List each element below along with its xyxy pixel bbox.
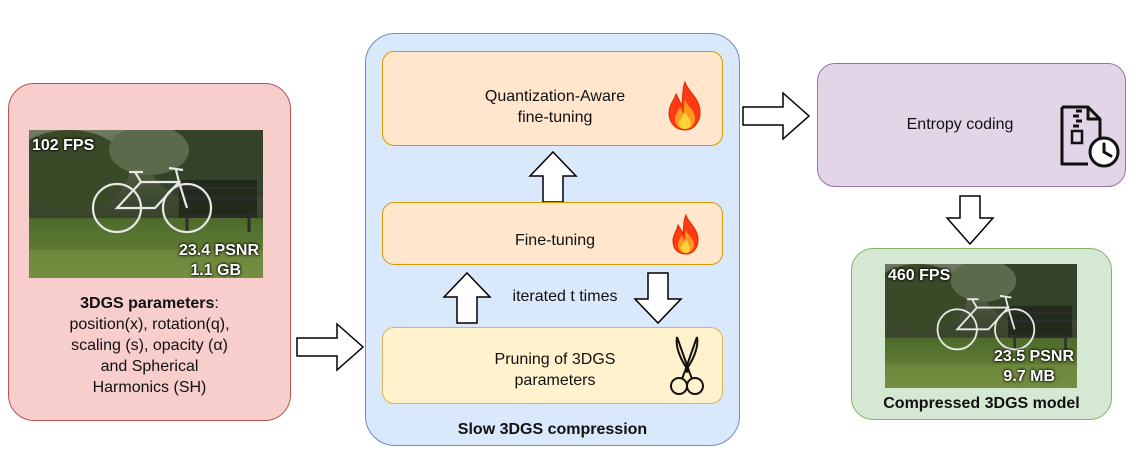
arrow-down-finetune-to-pruning — [633, 272, 683, 325]
entropy-label: Entropy coding — [906, 116, 1014, 133]
output-title: Compressed 3DGS model — [883, 395, 1080, 412]
qat-line-2: fine-tuning — [517, 109, 593, 126]
input-title-suffix: : — [214, 295, 219, 312]
pruning-line-2: parameters — [514, 372, 596, 389]
finetune-stage — [382, 202, 723, 265]
qat-line-1: Quantization-Aware — [484, 88, 626, 105]
iterated-label: iterated t times — [512, 288, 618, 305]
pruning-label: Pruning of 3DGS parameters — [430, 349, 680, 391]
output-render-image: 460 FPS 23.5 PSNR 9.7 MB — [885, 264, 1077, 388]
arrow-right-compression — [742, 91, 811, 141]
arrow-right-input — [296, 322, 365, 372]
arrow-up-finetune-to-qat — [528, 150, 578, 203]
pruning-stage — [382, 327, 723, 404]
input-description: 3DGS parameters: position(x), rotation(q… — [12, 293, 287, 398]
input-line-3: and Spherical — [100, 358, 199, 375]
arrow-up-pruning-to-finetune — [442, 271, 492, 324]
qat-label: Quantization-Aware fine-tuning — [430, 86, 680, 128]
input-title: 3DGS parameters — [80, 295, 215, 312]
output-fps-label: 460 FPS — [888, 267, 951, 284]
input-render-image: 102 FPS 23.4 PSNR 1.1 GB — [29, 130, 263, 278]
fire-icon — [672, 213, 699, 255]
arrow-down-entropy — [945, 195, 995, 246]
input-size-label: 1.1 GB — [190, 262, 241, 278]
pruning-line-1: Pruning of 3DGS — [494, 351, 616, 368]
finetune-label: Fine-tuning — [514, 232, 596, 249]
input-fps-label: 102 FPS — [32, 137, 95, 154]
input-line-1: position(x), rotation(q), — [69, 316, 230, 333]
compression-title: Slow 3DGS compression — [457, 421, 648, 438]
output-size-label: 9.7 MB — [1003, 368, 1055, 385]
input-line-2: scaling (s), opacity (α) — [71, 337, 228, 354]
output-psnr-label: 23.5 PSNR — [993, 348, 1074, 365]
fire-icon — [668, 80, 701, 131]
scissors-icon — [670, 336, 704, 395]
qat-stage — [382, 51, 723, 146]
input-line-4: Harmonics (SH) — [92, 379, 207, 396]
compressed-file-clock-icon — [1060, 105, 1120, 168]
input-psnr-label: 23.4 PSNR — [178, 242, 259, 259]
